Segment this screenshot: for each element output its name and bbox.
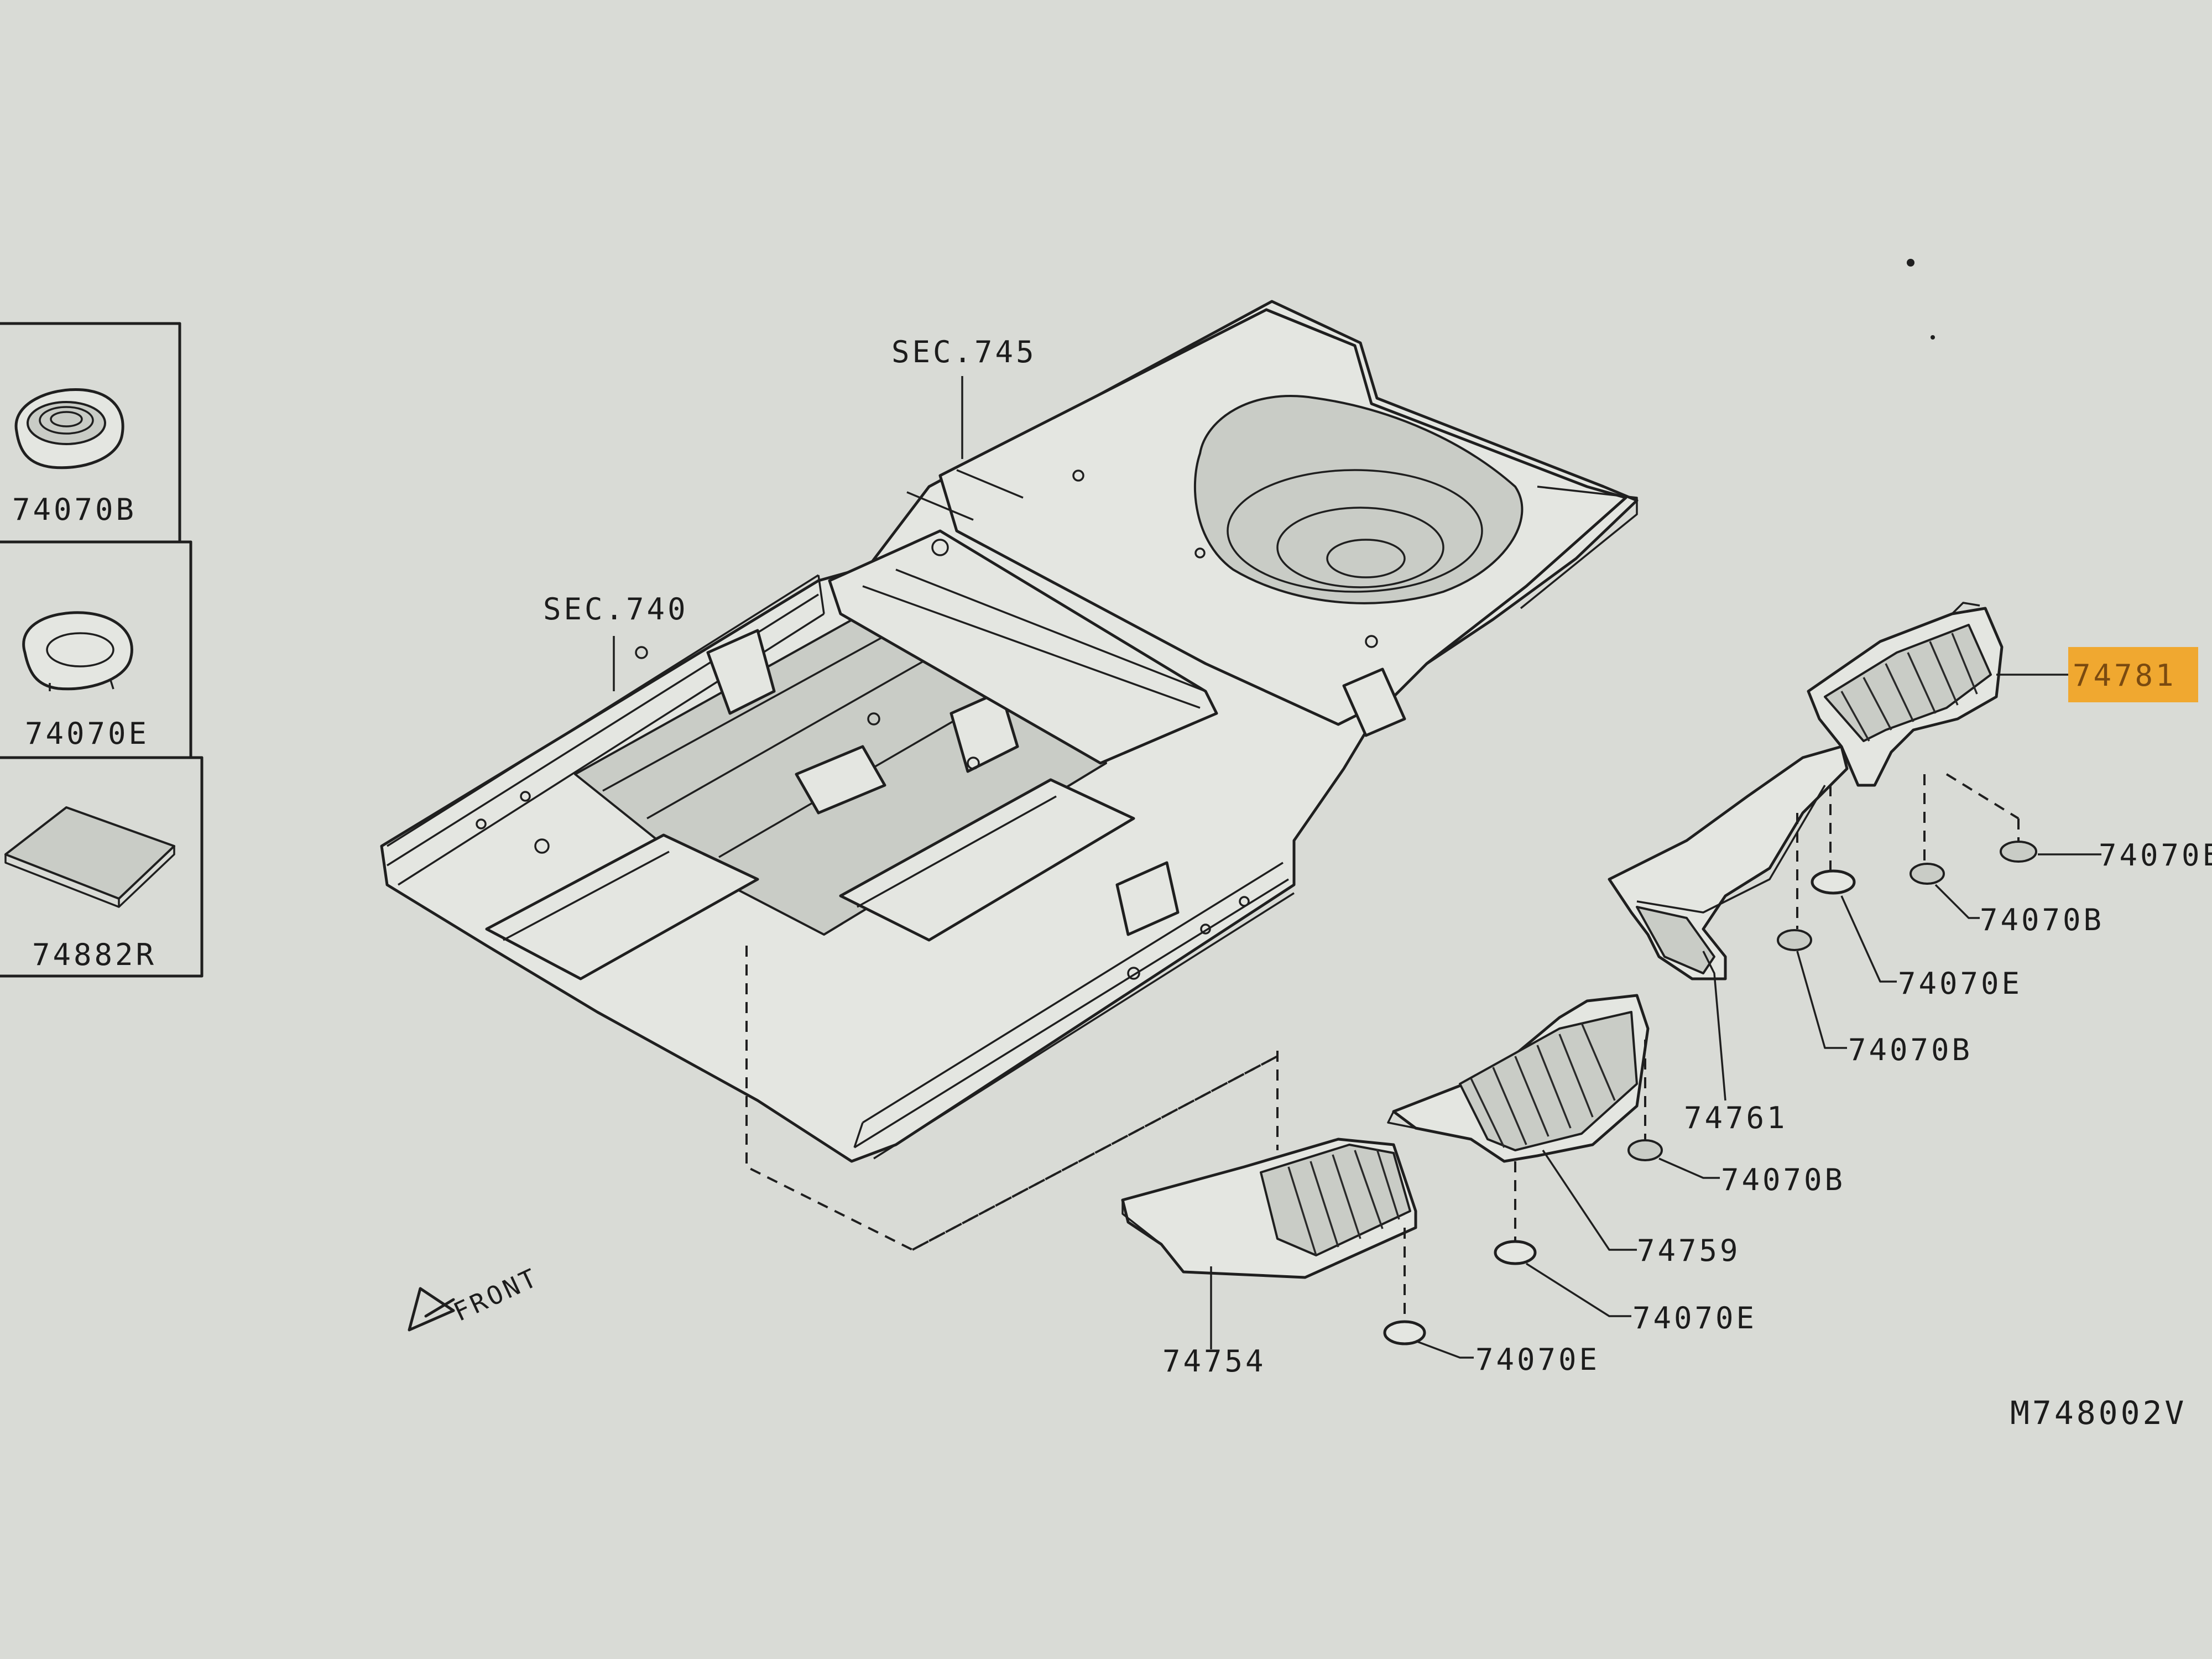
speck [1907,259,1914,267]
section-ref-label: SEC.740 [543,592,688,627]
legend-label: 74070E [25,716,149,751]
grommet-callout: 74070B [1721,1162,1845,1197]
grommet-callout: 74070B [1848,1032,1973,1067]
front-direction-label: FRONT [449,1262,544,1327]
heat-insulator-74781 [1807,602,2004,787]
legend-label: 74882R [32,937,156,972]
speck [1931,335,1935,340]
grommet-callout: 74070E [1475,1342,1600,1377]
part-callout: 74754 [1162,1344,1266,1379]
grommet-e-icon [22,611,133,691]
part-callout: 74761 [1684,1100,1788,1135]
legend-label: 74070B [12,492,137,527]
heat-insulator-74761 [1608,745,1849,980]
heat-insulator-74759 [1387,994,1650,1163]
grommet-callout: 74070E [1898,966,2022,1001]
grommet-callout: 74070B [1980,902,2104,937]
grommet-callout: 74070E [1632,1301,1757,1335]
diagram-id-label: M748002V [2010,1394,2187,1432]
grommet-set [1383,773,2101,1359]
grommet-callout: 74070E [2099,838,2212,873]
part-callout-highlighted[interactable]: 74781 [2073,658,2177,693]
heat-insulator-74754 [1121,1138,1417,1279]
insulator-pad-icon [4,806,175,908]
grommet-b-icon [14,388,124,469]
front-direction-indicator: FRONT [408,1262,544,1332]
floor-panel-assembly: SEC.745 SEC.740 [380,300,1639,1251]
part-callout: 74759 [1637,1233,1741,1268]
section-ref-label: SEC.745 [891,335,1037,369]
legend-panel: 74070B 74070E 74882R [0,322,204,978]
highlight-marker [2068,647,2198,702]
